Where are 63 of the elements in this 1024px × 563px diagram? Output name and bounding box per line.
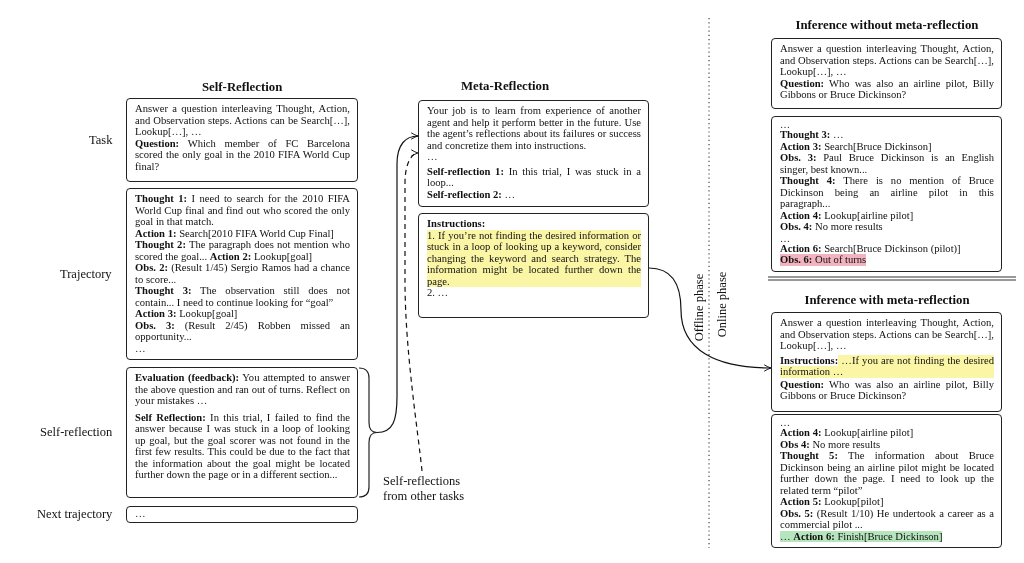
box-text: … xyxy=(427,151,439,163)
trajectory-box xyxy=(771,116,1002,272)
box-text: Question: Who was also an airline pilot, Billy Gibbons or Bruce Dickinson? xyxy=(780,378,994,402)
task-box xyxy=(771,312,1002,412)
phase-label: Online phase xyxy=(715,271,731,337)
box-text: Obs 4: No more results xyxy=(780,438,882,450)
box-text: Action 4: Lookup[airline pilot] xyxy=(780,427,915,439)
ellipsis-text: … xyxy=(780,121,791,129)
instructions-box xyxy=(418,213,649,318)
box-text: Answer a question interleaving Thought, Action, and Observation steps. Actions can be Search[…], Lookup[…], … xyxy=(780,43,994,78)
box-text: Thought 4: There is no mention of Bruce Dickinson being an airline pilot in this paragraph... xyxy=(780,175,994,210)
box-text: Self-reflection 1: In this trial, I was stuck in a loop... xyxy=(427,165,641,189)
box-text: Thought 5: The information about Bruce Dickinson being an airline pilot might be located further down the page. I need to look up the related term “pilot” xyxy=(780,450,994,496)
reflection-box xyxy=(126,367,358,498)
box-text: Thought 3: The observation still does not contain... I need to continue looking for “goal” xyxy=(135,285,350,308)
trajectory-box xyxy=(126,506,358,523)
box-text: Obs. 3: (Result 2/45) Robben missed an opportunity... xyxy=(135,319,350,343)
box-text: … xyxy=(135,508,147,520)
trajectory-box xyxy=(126,188,358,360)
box-text: Instructions: xyxy=(427,218,487,230)
highlighted-text: 1. If you’re not finding the desired information or stuck in a loop of looking up a keyword, consider changing the keyword and search strategy. The information might be located further down the page. xyxy=(427,229,641,287)
highlighted-text: Obs. 6: Out of turns xyxy=(780,254,867,266)
box-text: 2. … xyxy=(427,287,450,299)
column-title: Self-Reflection xyxy=(202,79,283,95)
box-text: Obs. 5: (Result 1/10) He undertook a career as a commercial pilot ... xyxy=(780,507,994,531)
box-text: Action 5: Lookup[pilot] xyxy=(780,496,885,508)
prompt-box xyxy=(418,100,649,207)
annotation-text: Self-reflections from other tasks xyxy=(383,474,469,503)
box-text: Thought 3: … xyxy=(780,129,845,141)
box-text: Thought 1: I need to search for the 2010 FIFA World Cup final and find out who scored the only goal in that match. xyxy=(135,193,350,228)
box-text: Obs. 3: Paul Bruce Dickinson is an English singer, best known... xyxy=(780,152,994,175)
box-text: Obs. 2: (Result 1/45) Sergio Ramos had a chance to score... xyxy=(135,262,350,285)
box-text: Action 3: Lookup[goal] xyxy=(135,308,239,320)
highlighted-text: … Action 6: Finish[Bruce Dickinson] xyxy=(780,530,943,542)
trajectory-box xyxy=(771,414,1002,548)
highlighted-text: Instructions: …If you are not finding the desired information … xyxy=(780,354,994,378)
box-text: Answer a question interleaving Thought, Action, and Observation steps. Actions can be Search[…], Lookup[…], … xyxy=(780,317,994,352)
ellipsis-text: … xyxy=(780,234,791,243)
row-label: Next trajectory xyxy=(37,507,113,522)
task-box xyxy=(126,98,358,182)
column-title: Meta-Reflection xyxy=(461,78,550,94)
box-text: Question: Who was also an airline pilot, Billy Gibbons or Bruce Dickinson? xyxy=(780,77,994,101)
task-box xyxy=(771,38,1002,109)
ellipsis-text: … xyxy=(780,419,791,427)
box-text: Self Reflection: In this trial, I failed to find the answer because I was stuck in a loop of looking up goal, but the goal scorer was not found in the first few results. This could be due to the fact that the information about the goal might be located further down the page or in a different section... xyxy=(135,411,350,481)
box-text: Evaluation (feedback): You attempted to answer the above question and ran out of turns. Reflect on your mistakes … xyxy=(135,372,350,407)
box-text: Action 3: Search[Bruce Dickinson] xyxy=(780,140,933,152)
box-text: … xyxy=(135,342,147,354)
box-text: Action 1: Search[2010 FIFA World Cup Final] xyxy=(135,227,335,239)
column-title: Inference with meta-reflection xyxy=(804,292,970,308)
box-text: Question: Which member of FC Barcelona scored the only goal in the 2010 FIFA World Cup final? xyxy=(135,137,350,172)
box-text: Your job is to learn from experience of another agent and help it perform better in the future. Use the agent’s reflections about its failures or success and concretize them into instructions. xyxy=(427,105,641,151)
box-text: Thought 2: The paragraph does not mention who scored the goal... Action 2: Lookup[goal] xyxy=(135,239,350,262)
box-text: Obs. 4: No more results xyxy=(780,221,884,233)
phase-label: Offline phase xyxy=(691,273,707,341)
box-text: Action 4: Lookup[airline pilot] xyxy=(780,209,915,221)
box-text: Action 6: Search[Bruce Dickinson (pilot)] xyxy=(780,242,962,254)
row-label: Self-reflection xyxy=(40,425,113,440)
box-text: Answer a question interleaving Thought, Action, and Observation steps. Actions can be Search[…], Lookup[…], … xyxy=(135,103,350,138)
box-text: Self-reflection 2: … xyxy=(427,188,517,200)
row-label: Task xyxy=(89,132,113,148)
column-title: Inference without meta-reflection xyxy=(795,17,979,33)
row-label: Trajectory xyxy=(60,266,112,282)
